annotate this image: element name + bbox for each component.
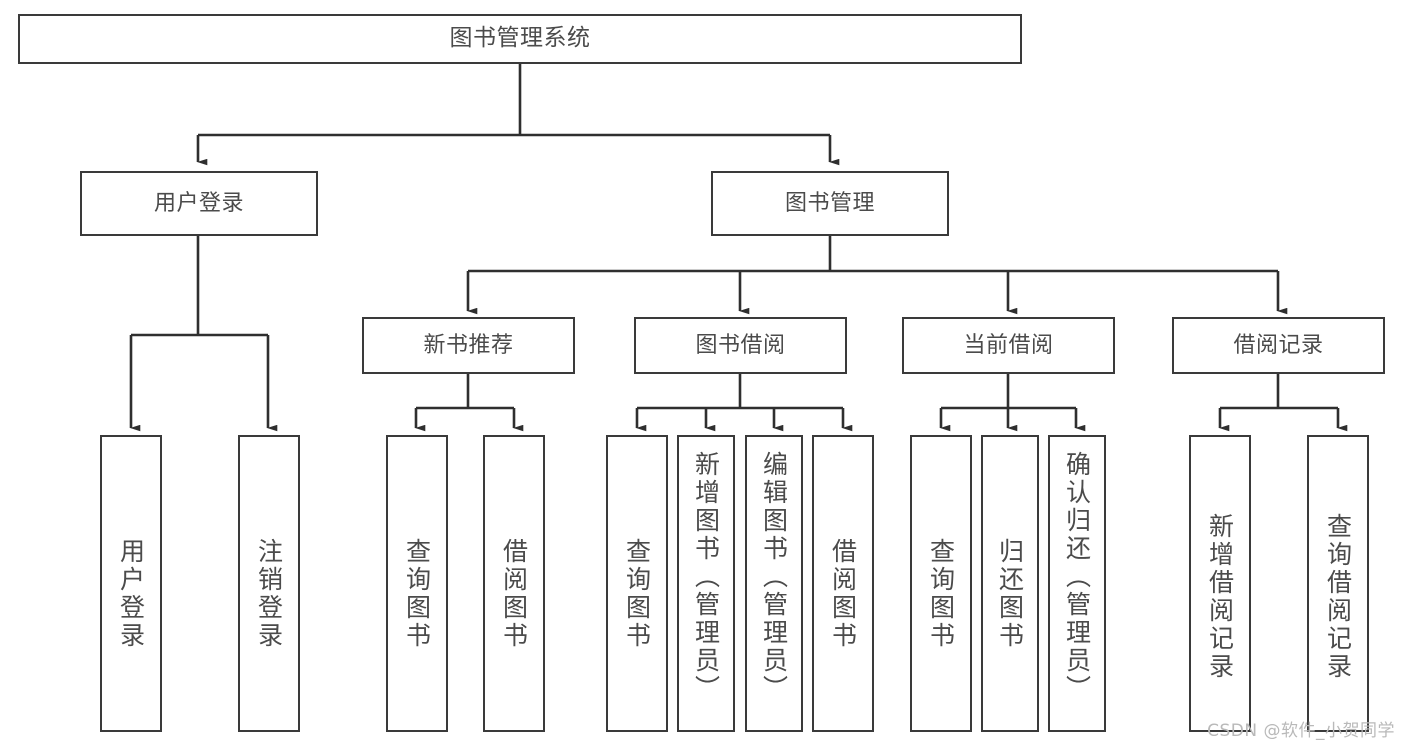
node-label: 查询图书 xyxy=(622,538,652,650)
node-label: 查询借阅记录 xyxy=(1323,513,1353,681)
node-label: 图书管理 xyxy=(784,190,875,216)
watermark-text: CSDN @软件_小贺同学 xyxy=(1207,721,1395,741)
node-leaf-borrow-book[interactable]: 借阅图书 xyxy=(812,435,874,732)
node-borrow-record[interactable]: 借阅记录 xyxy=(1172,317,1385,374)
node-label: 借阅图书 xyxy=(499,538,529,650)
node-user-login[interactable]: 用户登录 xyxy=(80,171,318,236)
node-leaf-query-book-current[interactable]: 查询图书 xyxy=(910,435,972,732)
node-label: 用户登录 xyxy=(116,538,146,650)
node-label: 查询图书 xyxy=(402,538,432,650)
node-leaf-add-borrow-record[interactable]: 新增借阅记录 xyxy=(1189,435,1251,732)
node-leaf-user-login[interactable]: 用户登录 xyxy=(100,435,162,732)
node-leaf-return-book[interactable]: 归还图书 xyxy=(981,435,1039,732)
node-label: 确认归还（管理员） xyxy=(1062,451,1092,703)
node-leaf-borrow-book-recommend[interactable]: 借阅图书 xyxy=(483,435,545,732)
node-label: 新增借阅记录 xyxy=(1205,513,1235,681)
node-label: 注销登录 xyxy=(254,538,284,650)
node-label: 新书推荐 xyxy=(423,332,514,358)
node-label: 图书管理系统 xyxy=(449,25,591,52)
node-leaf-query-book-borrow[interactable]: 查询图书 xyxy=(606,435,668,732)
node-book-borrow[interactable]: 图书借阅 xyxy=(634,317,847,374)
node-label: 查询图书 xyxy=(926,538,956,650)
node-leaf-add-book-admin[interactable]: 新增图书（管理员） xyxy=(677,435,735,732)
node-leaf-user-logout[interactable]: 注销登录 xyxy=(238,435,300,732)
node-label: 借阅记录 xyxy=(1233,332,1324,358)
node-leaf-confirm-return-admin[interactable]: 确认归还（管理员） xyxy=(1048,435,1106,732)
node-current-borrow[interactable]: 当前借阅 xyxy=(902,317,1115,374)
node-label: 新增图书（管理员） xyxy=(691,451,721,703)
node-label: 归还图书 xyxy=(995,538,1025,650)
node-label: 编辑图书（管理员） xyxy=(759,451,789,703)
node-leaf-edit-book-admin[interactable]: 编辑图书（管理员） xyxy=(745,435,803,732)
node-book-manage[interactable]: 图书管理 xyxy=(711,171,949,236)
node-label: 图书借阅 xyxy=(695,332,786,358)
node-label: 用户登录 xyxy=(153,190,244,216)
node-label: 当前借阅 xyxy=(963,332,1054,358)
node-root-system[interactable]: 图书管理系统 xyxy=(18,14,1022,64)
node-new-book-recommend[interactable]: 新书推荐 xyxy=(362,317,575,374)
node-label: 借阅图书 xyxy=(828,538,858,650)
node-leaf-query-borrow-record[interactable]: 查询借阅记录 xyxy=(1307,435,1369,732)
node-leaf-query-book-recommend[interactable]: 查询图书 xyxy=(386,435,448,732)
